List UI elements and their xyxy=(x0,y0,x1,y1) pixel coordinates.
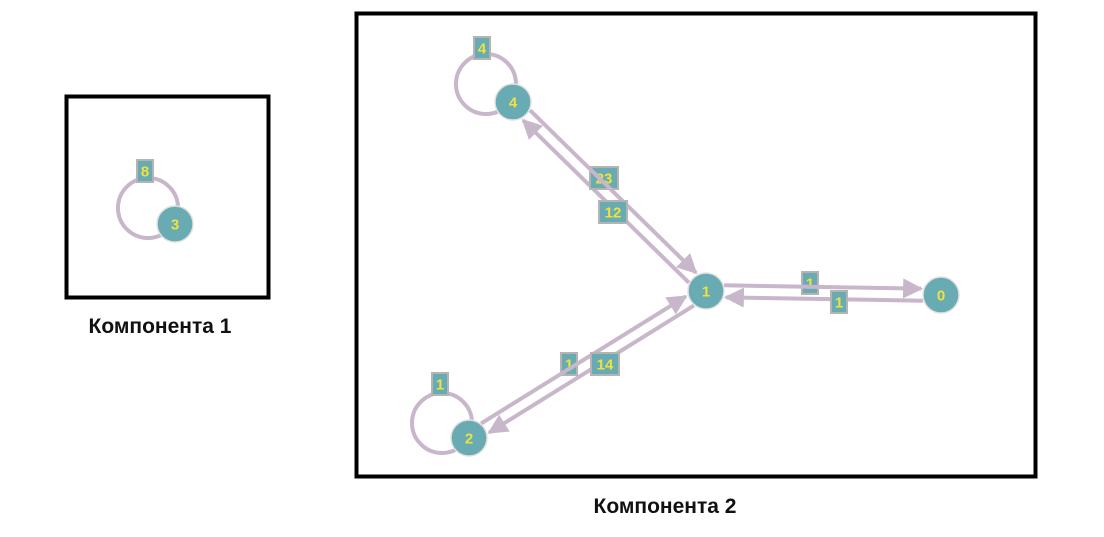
node-2-circle xyxy=(450,419,488,457)
weight-label-edge-1-to-0-2-4-box xyxy=(830,290,848,314)
weight-label-edge-1-to-0-2-4-text: 1 xyxy=(835,295,843,312)
component-1-frame xyxy=(64,94,271,300)
edge-line-edge-4-to-1-2-2 xyxy=(528,108,698,275)
component-1-caption: Компонента 1 xyxy=(89,315,232,338)
weight-label-edge-4-to-4-2-0: 4 xyxy=(473,36,491,60)
node-2-label: 2 xyxy=(465,431,473,448)
node-0-label: 0 xyxy=(937,288,945,305)
node-3-label: 3 xyxy=(171,217,179,234)
weight-label-edge-2-to-1-2-6: 14 xyxy=(590,352,620,376)
weight-label-edge-4-to-1-2-2-box xyxy=(598,200,628,224)
weight-label-edge-1-to-4-2-1: 23 xyxy=(589,166,619,190)
weight-label-edge-1-to-4-2-1-text: 23 xyxy=(596,171,613,188)
weight-label-edge-1-to-4-2-1-box xyxy=(589,166,619,190)
node-0-circle xyxy=(922,276,960,314)
weight-label-edge-1-to-0-2-4: 1 xyxy=(830,290,848,314)
edge-line-edge-1-to-0-2-4 xyxy=(724,278,924,299)
weight-label-edge-3-to-3-1-0-box xyxy=(136,159,154,183)
weight-label-edge-2-to-2-2-7-box xyxy=(431,372,449,396)
weight-label-edge-3-to-3-1-0: 8 xyxy=(136,159,154,183)
component-1: 8 3 Компонента 1 xyxy=(64,94,271,338)
edge-line-edge-2-to-1-2-6 xyxy=(480,294,688,426)
component-2-caption: Компонента 2 xyxy=(594,495,737,518)
weight-label-edge-3-to-3-1-0-text: 8 xyxy=(141,164,149,181)
node-2: 2 xyxy=(450,419,488,457)
weight-label-edge-4-to-4-2-0-text: 4 xyxy=(478,41,487,58)
weight-label-edge-4-to-1-2-2: 12 xyxy=(598,200,628,224)
component-2: 4 23 12 1 1 1 14 1 4 1 0 2 Компонента 2 xyxy=(354,11,1038,518)
node-1: 1 xyxy=(687,272,725,310)
node-1-circle xyxy=(687,272,725,310)
edge-line-edge-0-to-1-2-3 xyxy=(723,287,923,308)
weight-label-edge-2-to-1-2-6-text: 14 xyxy=(597,357,614,374)
weight-label-edge-4-to-1-2-2-text: 12 xyxy=(605,205,622,222)
weight-label-edge-2-to-2-2-7-text: 1 xyxy=(436,377,444,394)
weight-label-edge-0-to-1-2-3: 1 xyxy=(801,271,819,295)
node-3: 3 xyxy=(156,205,194,243)
node-1-label: 1 xyxy=(702,284,710,301)
weight-label-edge-2-to-2-2-7: 1 xyxy=(431,372,449,396)
weight-label-edge-2-to-1-2-6-box xyxy=(590,352,620,376)
weight-label-edge-4-to-4-2-0-box xyxy=(473,36,491,60)
node-4-label: 4 xyxy=(509,95,518,112)
weight-label-edge-0-to-1-2-3-text: 1 xyxy=(806,276,814,293)
component-2-frame xyxy=(354,11,1038,479)
node-4-circle xyxy=(494,83,532,121)
weight-label-edge-1-to-2-2-5-text: 1 xyxy=(565,357,573,374)
node-0: 0 xyxy=(922,276,960,314)
node-4: 4 xyxy=(494,83,532,121)
node-3-circle xyxy=(156,205,194,243)
